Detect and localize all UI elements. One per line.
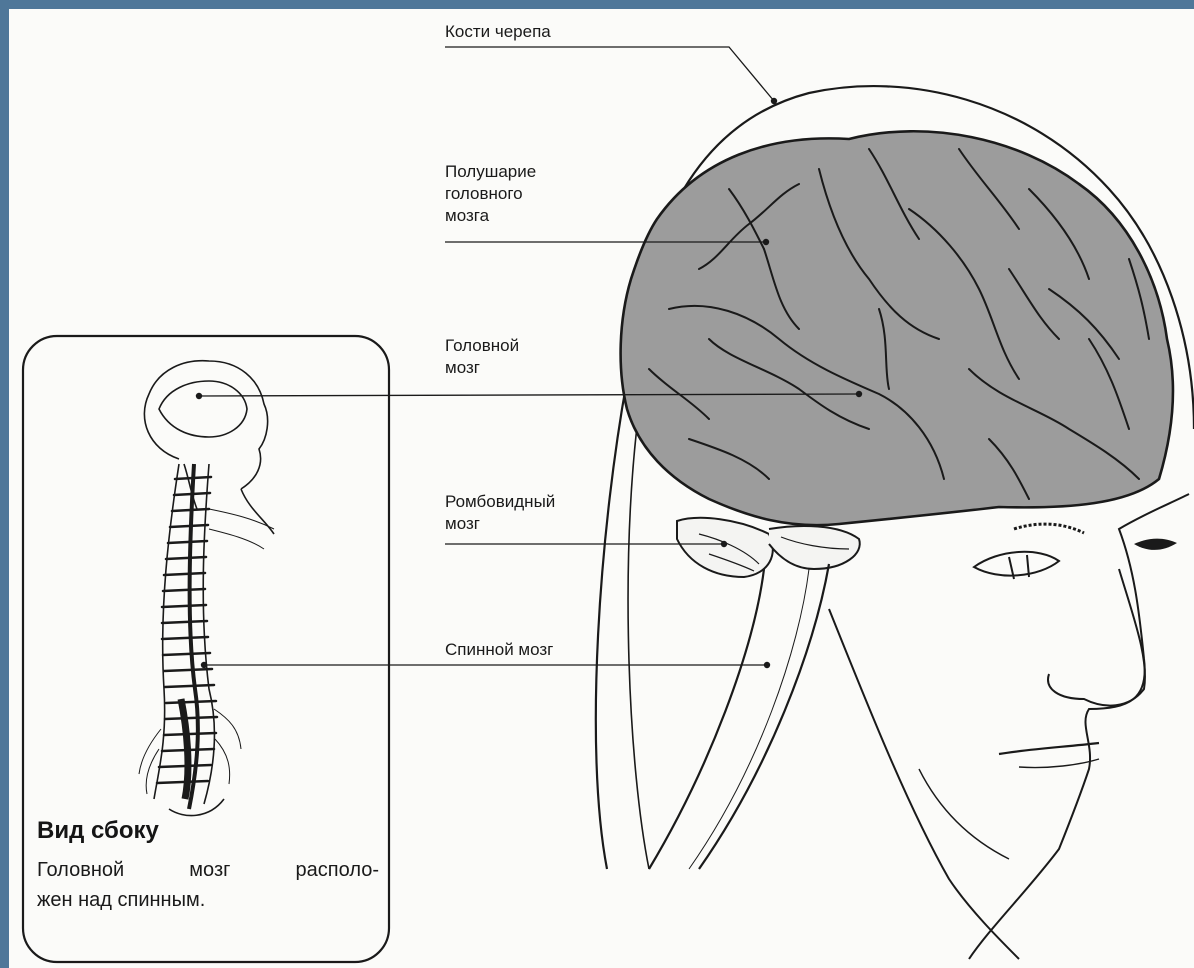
inset-caption-line-2: жен над спинным. — [37, 885, 379, 915]
inset-caption: Головной мозг располо- жен над спинным. — [37, 855, 379, 915]
leader-skull — [445, 47, 774, 101]
label-spinal-cord: Спинной мозг — [445, 639, 553, 661]
label-brain-line-2: мозг — [445, 357, 519, 379]
inset-figure — [144, 361, 274, 816]
jaw — [829, 609, 1019, 959]
inset-caption-line-1: Головной мозг располо- — [37, 855, 379, 885]
inset-head — [144, 361, 267, 489]
mouth — [999, 743, 1099, 754]
eye-right — [1134, 539, 1177, 550]
inset-title: Вид сбоку — [37, 817, 159, 845]
pons — [769, 526, 860, 569]
eye — [974, 552, 1059, 576]
label-skull: Кости черепа — [445, 21, 551, 43]
label-hemisphere-line-1: Полушарие — [445, 161, 536, 183]
nose — [1048, 569, 1145, 706]
label-rhombencephalon-line-1: Ромбовидный — [445, 491, 555, 513]
label-brain-line-1: Головной — [445, 335, 519, 357]
inset-nerves — [139, 509, 274, 794]
label-rhombencephalon-line-2: мозг — [445, 513, 555, 535]
label-hemisphere-line-2: головного — [445, 183, 536, 205]
label-skull-text: Кости черепа — [445, 21, 551, 43]
inset-spine-right — [203, 464, 214, 804]
label-spinal-cord-text: Спинной мозг — [445, 639, 553, 661]
label-brain: Головной мозг — [445, 335, 519, 379]
eyebrow — [1014, 524, 1084, 533]
label-hemisphere-line-3: мозга — [445, 205, 536, 227]
label-hemisphere: Полушарие головного мозга — [445, 161, 536, 227]
cerebrum — [621, 131, 1173, 525]
diagram-canvas: Кости черепа Полушарие головного мозга Г… — [9, 9, 1194, 968]
cerebellum — [677, 518, 773, 577]
label-rhombencephalon: Ромбовидный мозг — [445, 491, 555, 535]
face-profile — [969, 494, 1189, 959]
brain-stem-left — [649, 569, 764, 869]
anatomy-illustration — [9, 9, 1194, 968]
inset-spine-left — [154, 464, 179, 799]
